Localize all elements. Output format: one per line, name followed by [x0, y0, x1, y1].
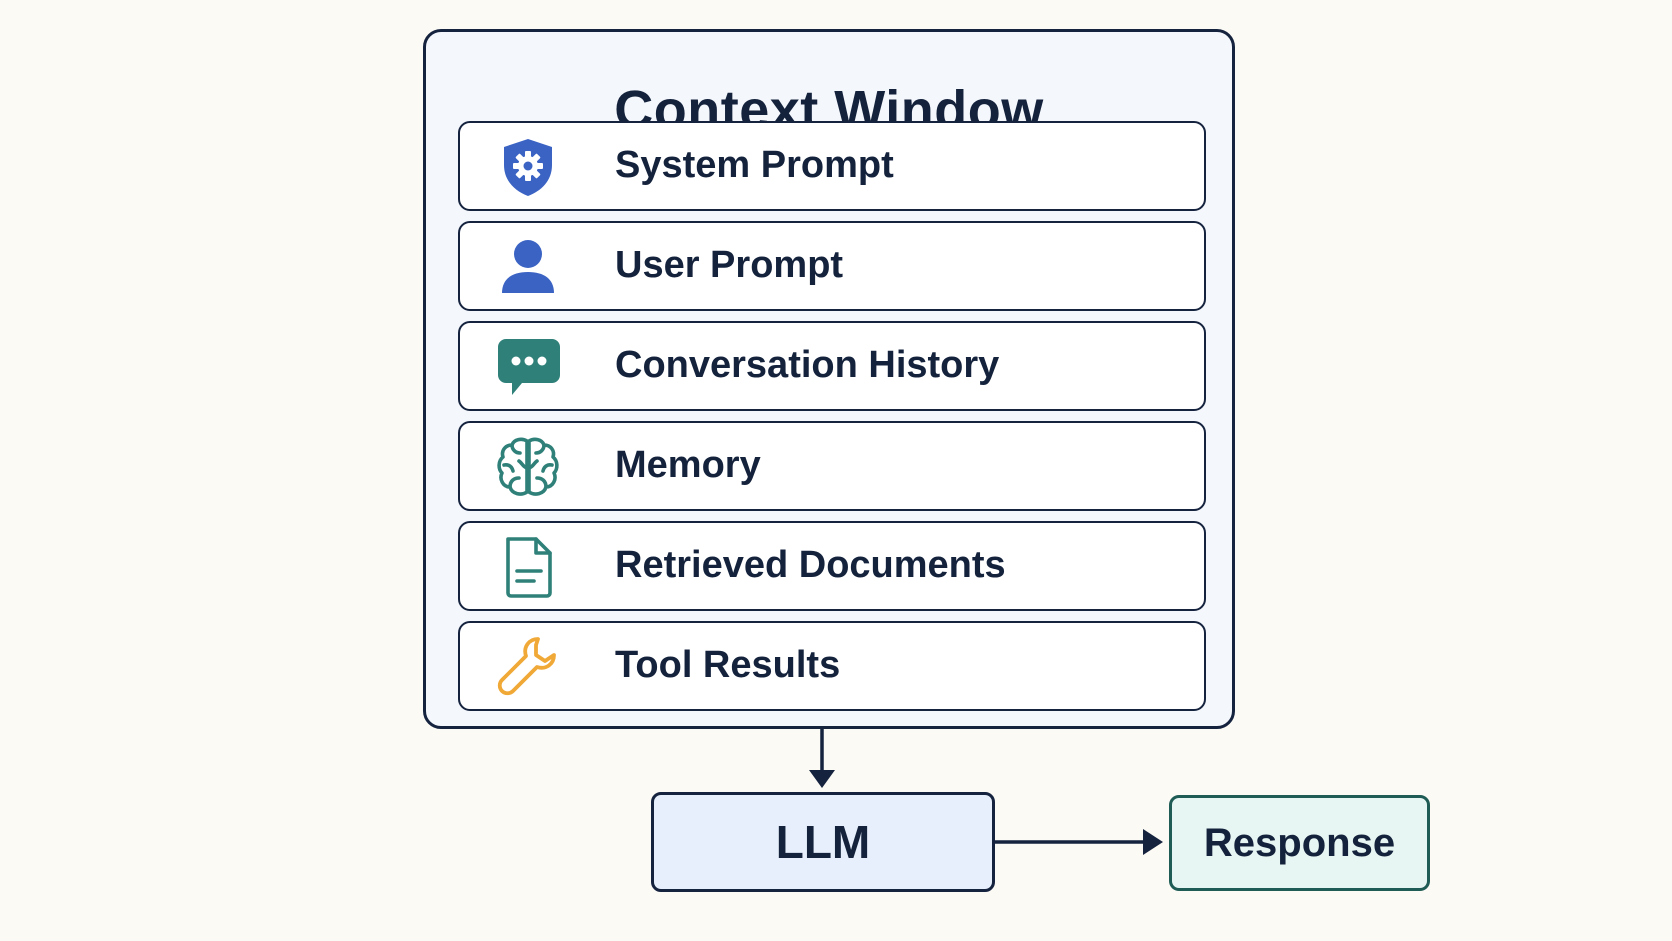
context-item-memory: Memory: [458, 421, 1206, 511]
context-item-retrieved-documents: Retrieved Documents: [458, 521, 1206, 611]
context-item-label: Retrieved Documents: [615, 544, 1006, 586]
context-item-label: Conversation History: [615, 344, 1000, 386]
wrench-icon: [496, 635, 560, 699]
brain-icon: [496, 435, 560, 499]
user-icon: [496, 235, 560, 299]
arrow-llm-to-response: [995, 829, 1163, 855]
context-item-label: System Prompt: [615, 144, 894, 186]
llm-box: LLM: [651, 792, 995, 892]
context-item-system-prompt: System Prompt: [458, 121, 1206, 211]
context-item-tool-results: Tool Results: [458, 621, 1206, 711]
context-item-label: Tool Results: [615, 644, 841, 686]
context-item-user-prompt: User Prompt: [458, 221, 1206, 311]
arrow-context-to-llm: [809, 729, 835, 788]
context-item-label: Memory: [615, 444, 761, 486]
context-item-label: User Prompt: [615, 244, 844, 286]
chat-bubble-icon: [496, 335, 560, 399]
context-item-conversation-history: Conversation History: [458, 321, 1206, 411]
shield-gear-icon: [496, 135, 560, 199]
response-box: Response: [1169, 795, 1430, 891]
document-icon: [496, 535, 560, 599]
